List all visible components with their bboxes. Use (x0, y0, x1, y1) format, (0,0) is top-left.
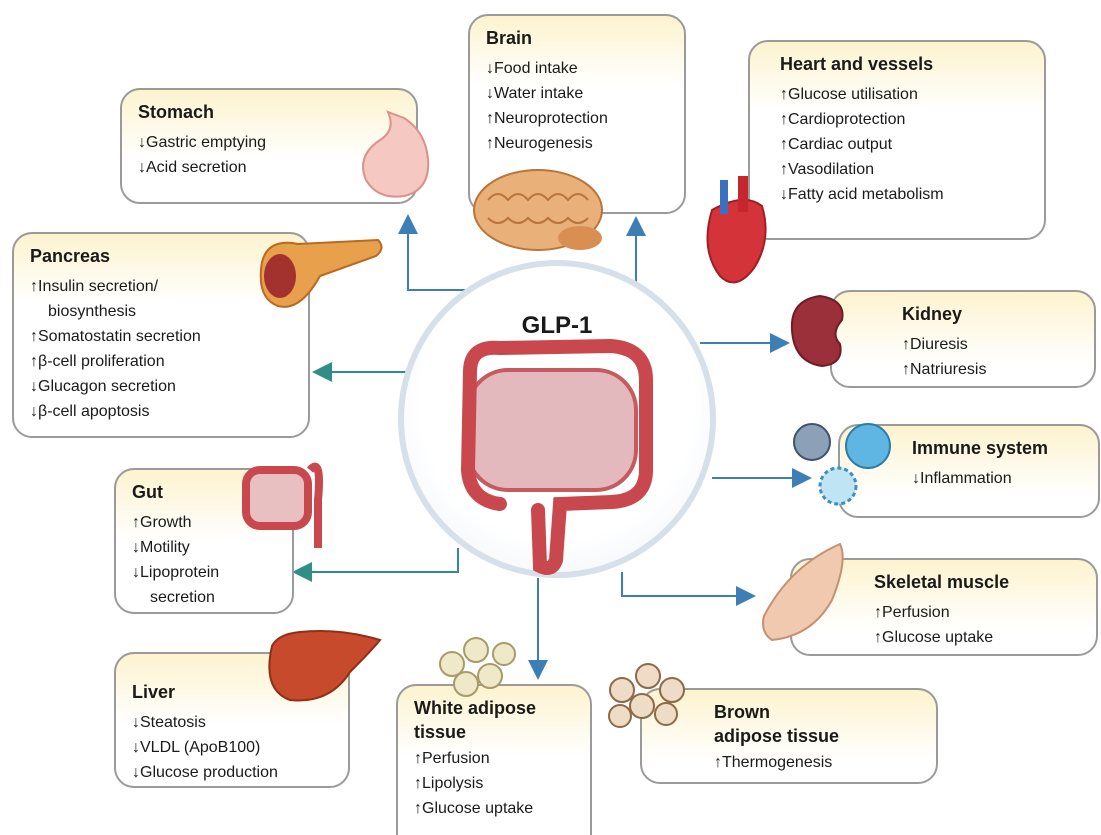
brain-icon (474, 170, 602, 250)
brown-adipose-icon (609, 664, 684, 727)
stomach-icon (363, 112, 428, 197)
liver-icon (269, 631, 380, 700)
heart-icon (708, 176, 766, 282)
gut-icon (246, 467, 319, 548)
muscle-icon (763, 544, 843, 640)
kidney-icon (792, 296, 843, 366)
immune-cells-icon (794, 424, 890, 504)
white-adipose-icon (440, 638, 515, 696)
intestine-icon (468, 346, 646, 568)
pancreas-icon (261, 240, 382, 307)
